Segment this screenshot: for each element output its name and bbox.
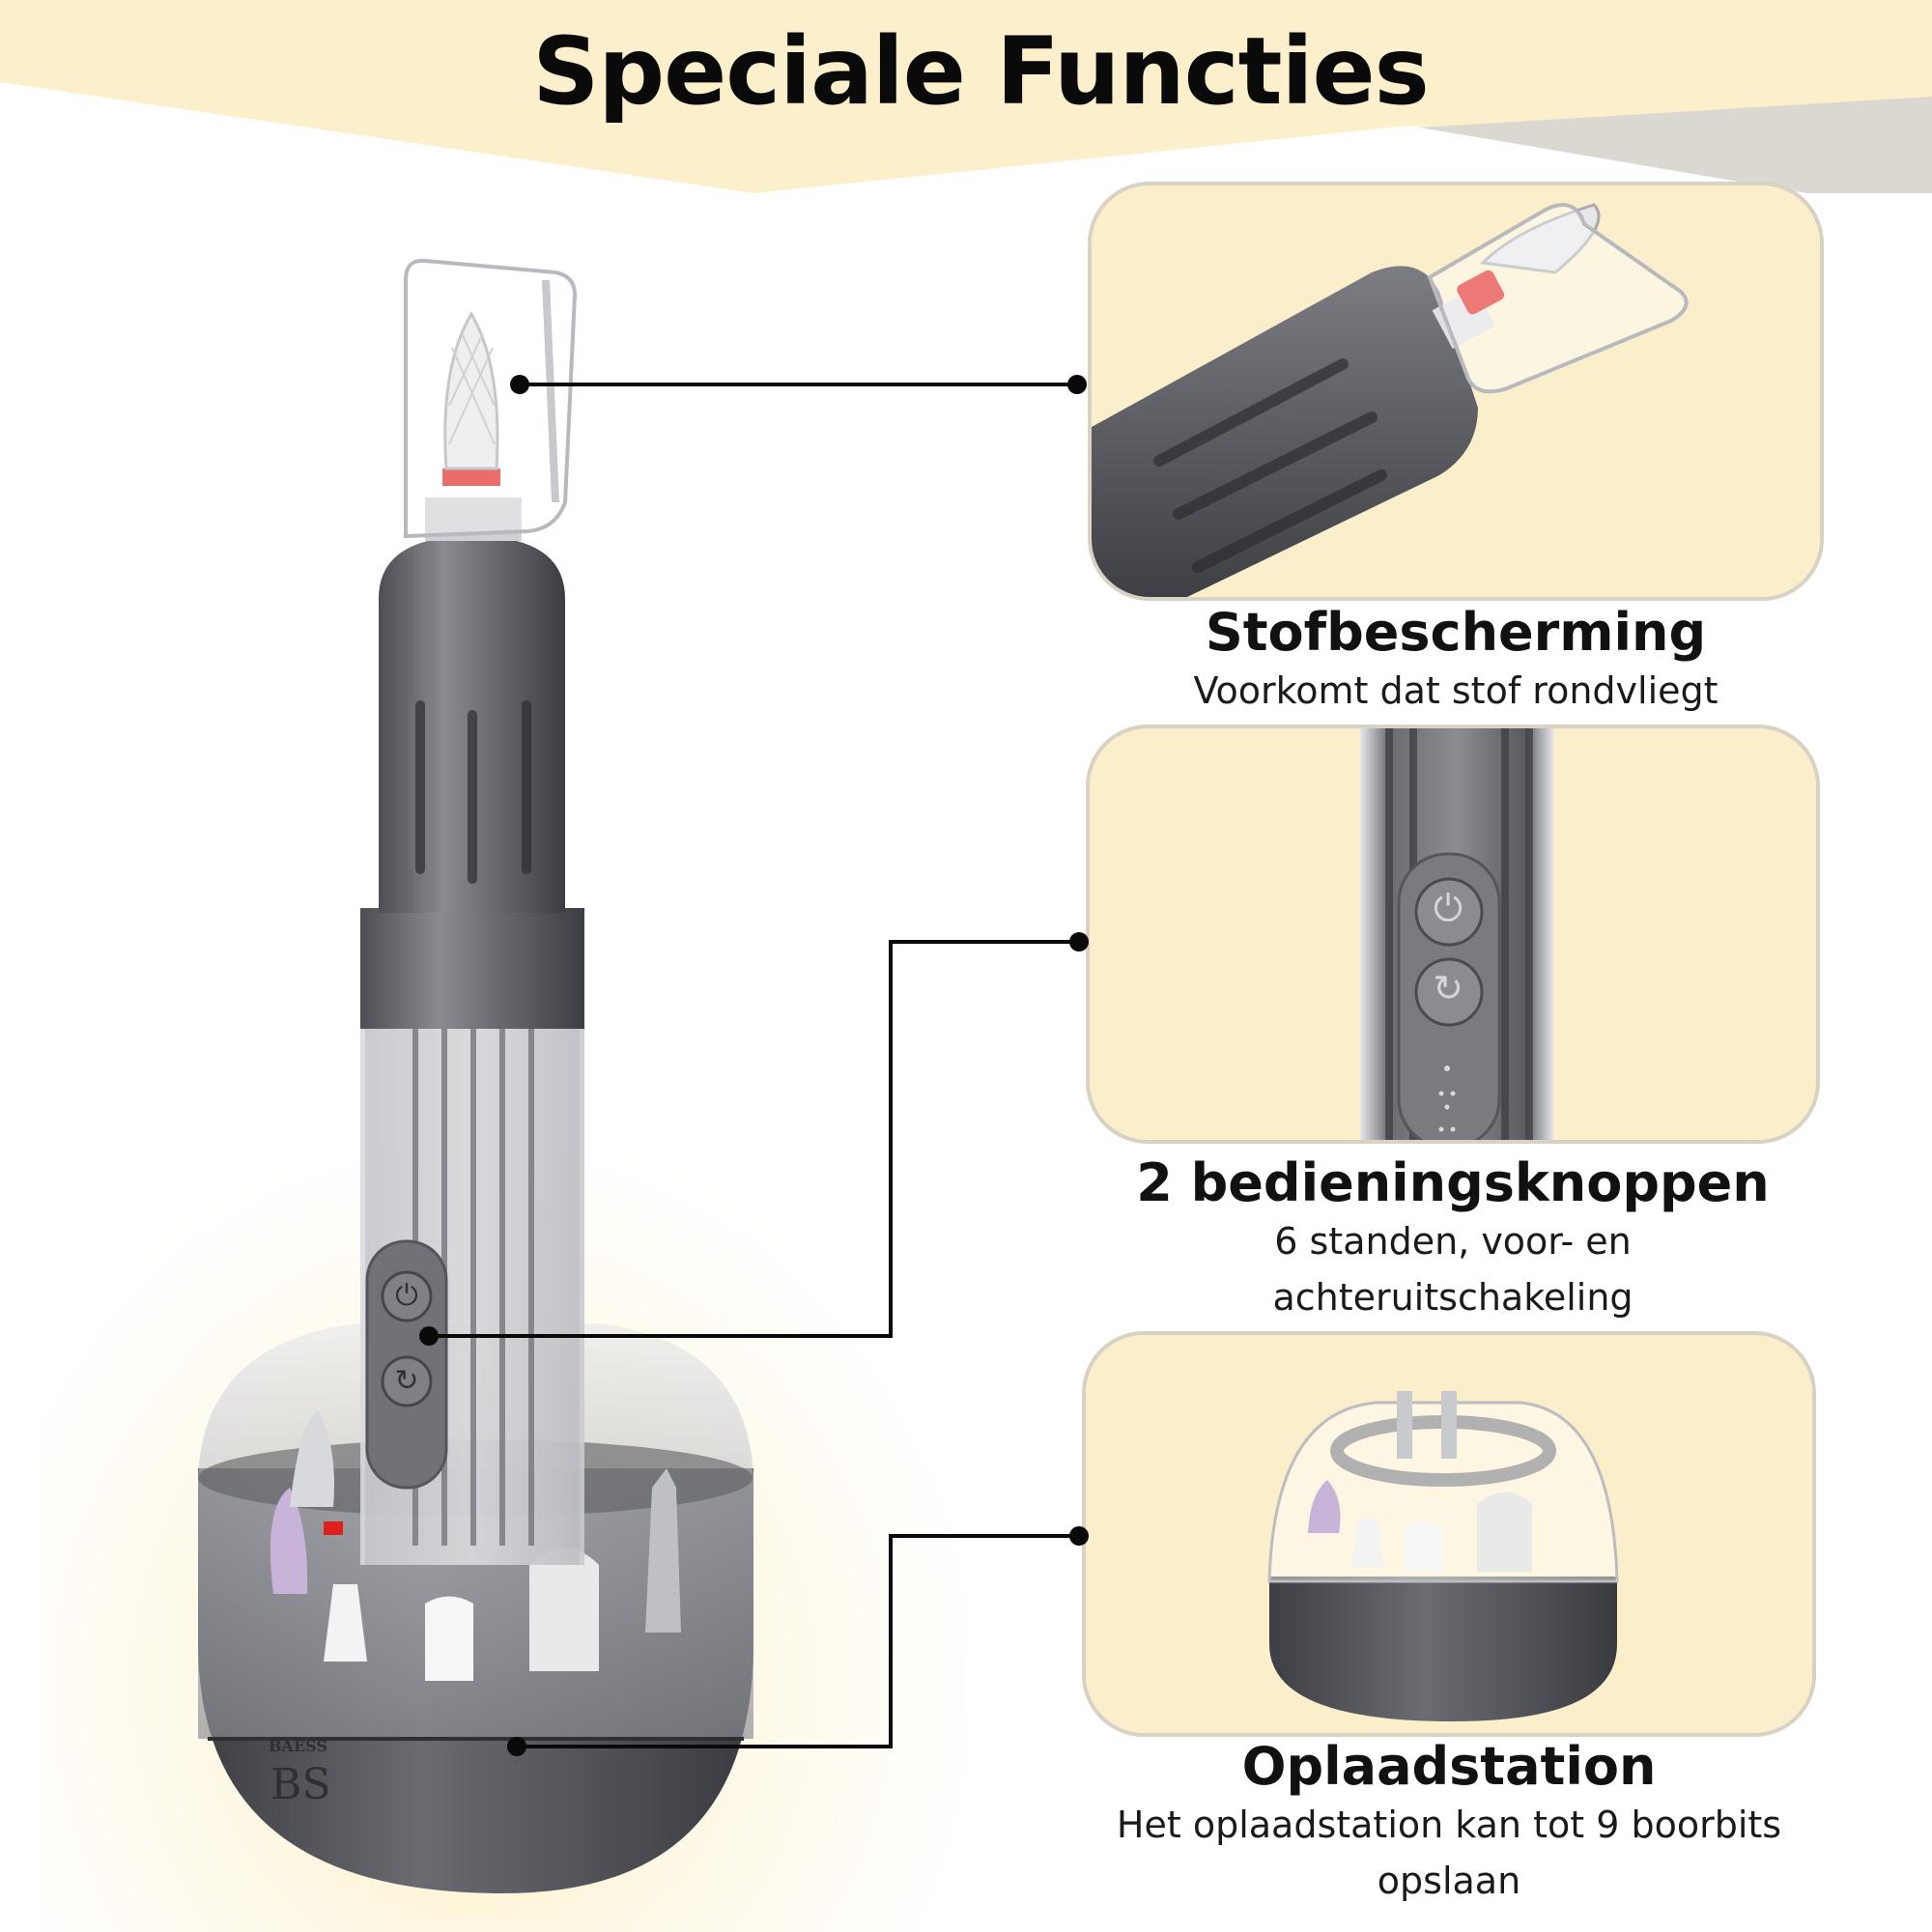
- page-title: Speciale Functies: [532, 17, 1429, 126]
- feature-caption-charging-station: Oplaadstation Het oplaadstation kan tot …: [1072, 1737, 1826, 1909]
- feature-caption-dust-shield: Stofbescherming Voorkomt dat stof rondvl…: [1092, 603, 1820, 719]
- handpiece: [360, 258, 584, 1565]
- callout-line-charging-station: [517, 1534, 1079, 1748]
- feature-title-charging-station: Oplaadstation: [1241, 1736, 1657, 1797]
- feature-description-charging-station-line-1: Het oplaadstation kan tot 9 boorbits: [1116, 1804, 1782, 1846]
- cycle-icon: ↻: [394, 1364, 419, 1398]
- brand-logo-text: BAESS: [269, 1737, 327, 1755]
- power-icon: ⏻: [395, 1279, 418, 1313]
- feature-image-charging-station: [1082, 1331, 1816, 1737]
- callout-dot: [1069, 1526, 1089, 1546]
- power-icon: ⏻: [1433, 887, 1463, 929]
- feature-title-buttons: 2 bedieningsknoppen: [1136, 1152, 1770, 1213]
- charging-base: BAESS BS: [198, 1323, 753, 1893]
- feature-image-dust-shield: [1088, 182, 1824, 601]
- brand-logo-monogram: BS: [270, 1760, 330, 1809]
- feature-caption-buttons: 2 bedieningsknoppen 6 standen, voor- en …: [1086, 1153, 1820, 1325]
- feature-description-charging-station-line-2: opslaan: [1377, 1860, 1521, 1902]
- cycle-icon: ↻: [1433, 967, 1463, 1009]
- callout-dot: [507, 1737, 526, 1756]
- callout-dot: [419, 1326, 439, 1346]
- feature-description-buttons-line-1: 6 standen, voor- en: [1274, 1220, 1632, 1263]
- callout-dot: [1069, 932, 1089, 952]
- callout-dot: [1067, 375, 1087, 394]
- header-banner: [0, 0, 1932, 193]
- feature-description-dust-shield: Voorkomt dat stof rondvliegt: [1193, 669, 1719, 712]
- feature-image-buttons: [1086, 724, 1820, 1144]
- callout-dot: [510, 375, 529, 394]
- callout-line-buttons: [429, 940, 1079, 1338]
- feature-description-buttons-line-2: achteruitschakeling: [1272, 1276, 1634, 1319]
- feature-title-dust-shield: Stofbescherming: [1205, 602, 1707, 663]
